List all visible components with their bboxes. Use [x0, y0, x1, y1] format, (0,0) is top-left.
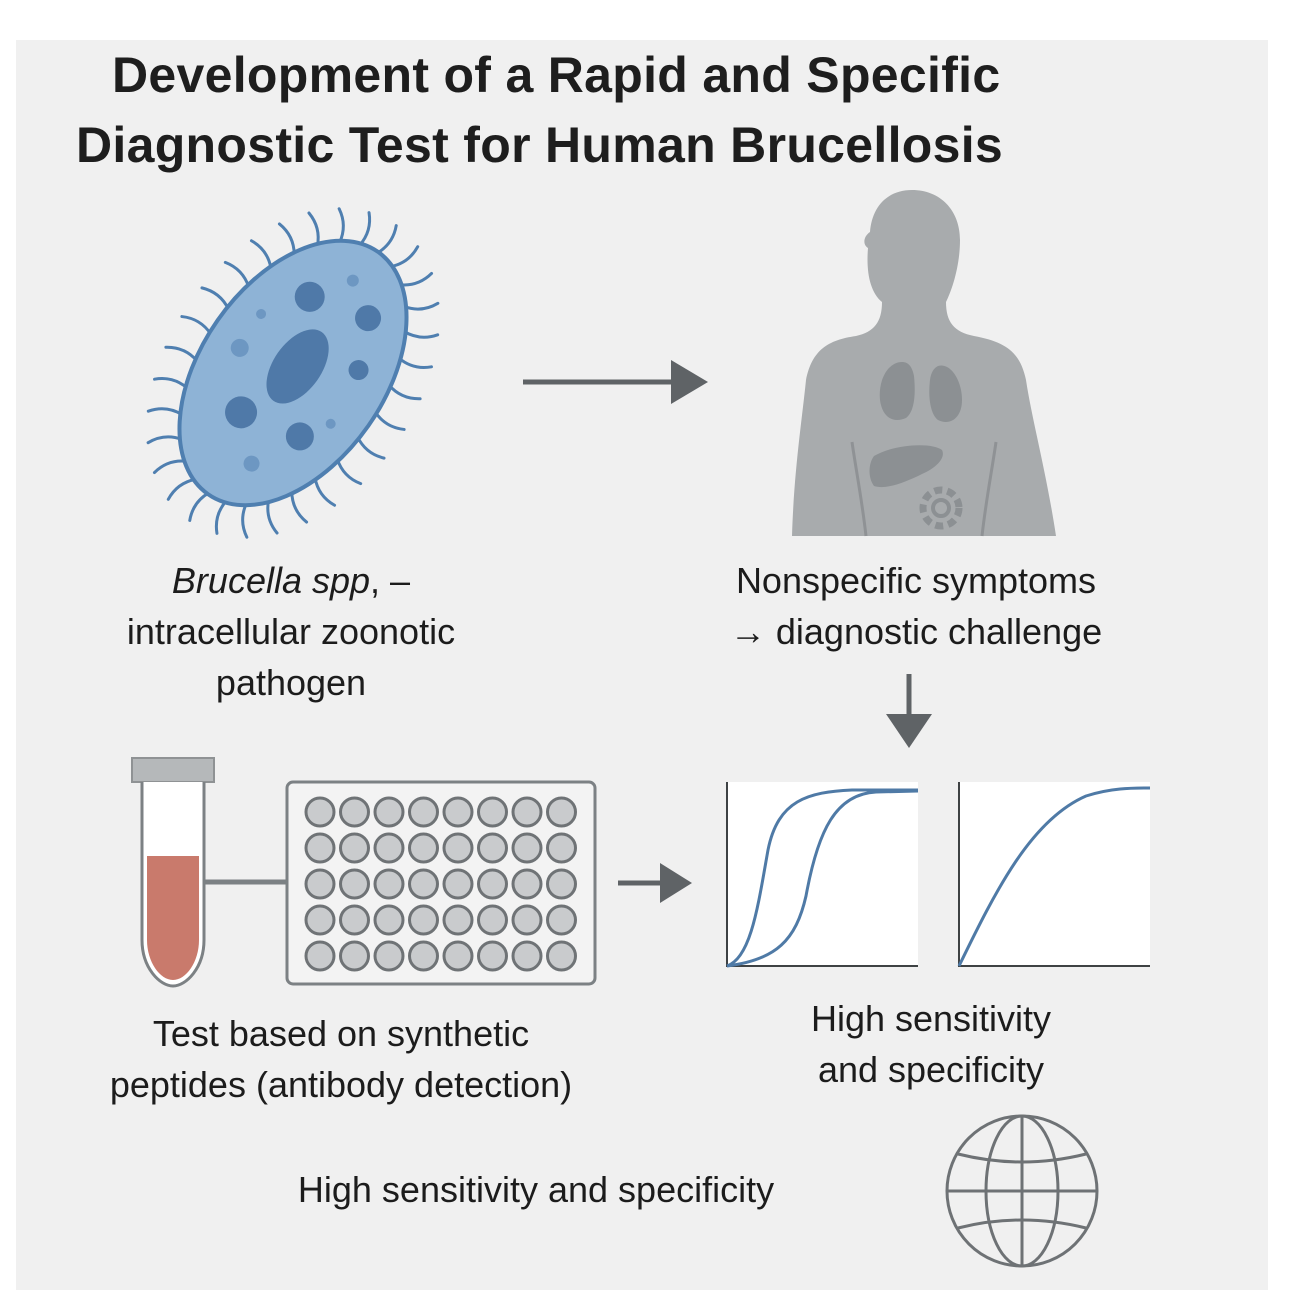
- curve-chart-icon: [957, 782, 1151, 967]
- plate-well: [373, 868, 405, 900]
- plate-well: [477, 832, 508, 864]
- plate-well: [408, 904, 439, 936]
- plate-well: [477, 940, 508, 972]
- diagram-graphics: [131, 190, 1151, 1268]
- plate-well: [304, 796, 336, 828]
- plate-well: [442, 940, 474, 972]
- bacterium-icon: [146, 207, 440, 539]
- pathogen-suffix: , –: [370, 560, 411, 601]
- arrow-right-icon: [618, 863, 692, 903]
- plate-well: [442, 868, 474, 900]
- plate-well: [339, 796, 370, 828]
- plate-well: [546, 940, 577, 972]
- test-line-2: peptides (antibody detection): [109, 1064, 573, 1105]
- results-line-2: and specificity: [817, 1049, 1045, 1090]
- symptoms-caption: Nonspecific symptoms → diagnostic challe…: [656, 555, 1176, 657]
- test-caption: Test based on synthetic peptides (antibo…: [46, 1008, 636, 1110]
- globe-icon: [945, 1114, 1099, 1268]
- plate-well: [339, 904, 370, 936]
- pathogen-caption: Brucella spp, – intracellular zoonotic p…: [76, 555, 506, 708]
- test-tube-icon: [131, 757, 215, 988]
- results-caption: High sensitivity and specificity: [716, 993, 1146, 1095]
- plate-well: [339, 940, 370, 972]
- plate-well: [373, 796, 405, 828]
- plate-well: [408, 796, 439, 828]
- plate-well: [546, 832, 577, 864]
- plate-well: [477, 868, 508, 900]
- flagellum: [402, 329, 440, 339]
- plate-well: [442, 832, 474, 864]
- plate-well: [339, 868, 370, 900]
- pathogen-line-2: intracellular zoonotic: [126, 611, 456, 652]
- symptoms-line-2: → diagnostic challenge: [729, 611, 1103, 652]
- title-line-1: Development of a Rapid and Specific: [112, 47, 1001, 103]
- human-body-icon: [792, 190, 1056, 537]
- symptoms-line-1: Nonspecific symptoms: [735, 560, 1097, 601]
- flagellum: [337, 207, 345, 245]
- plate-well: [304, 832, 336, 864]
- arrow-down-icon: [886, 674, 932, 748]
- plate-well: [304, 940, 336, 972]
- flagellum: [241, 501, 249, 539]
- test-line-1: Test based on synthetic: [152, 1013, 530, 1054]
- plate-well: [408, 868, 439, 900]
- plate-well: [546, 904, 577, 936]
- plate-well: [304, 904, 336, 936]
- plate-well: [408, 832, 439, 864]
- plate-well: [373, 904, 405, 936]
- plate-well: [373, 832, 405, 864]
- well-plate-icon: [285, 780, 597, 986]
- plate-well: [408, 940, 439, 972]
- plate-well: [511, 868, 543, 900]
- plate-well: [477, 796, 508, 828]
- pathogen-name: Brucella spp: [171, 560, 371, 601]
- plate-well: [546, 796, 577, 828]
- footer-caption: High sensitivity and specificity: [297, 1169, 775, 1210]
- results-line-1: High sensitivity: [810, 998, 1052, 1039]
- flagellum: [146, 435, 184, 445]
- plate-well: [511, 904, 543, 936]
- page-title: Development of a Rapid and Specific Diag…: [76, 40, 1176, 180]
- plate-well: [511, 832, 543, 864]
- plate-well: [442, 796, 474, 828]
- pathogen-line-3: pathogen: [215, 662, 367, 703]
- title-line-2: Diagnostic Test for Human Brucellosis: [76, 117, 1004, 173]
- plate-well: [339, 832, 370, 864]
- plate-well: [511, 940, 543, 972]
- flagellum: [146, 407, 184, 417]
- plate-well: [373, 940, 405, 972]
- plate-well: [546, 868, 577, 900]
- plate-well: [477, 904, 508, 936]
- flagellum: [402, 301, 440, 311]
- curve-chart-icon: [726, 782, 919, 968]
- plate-well: [511, 796, 543, 828]
- plate-well: [304, 868, 336, 900]
- infographic-canvas: Development of a Rapid and Specific Diag…: [16, 40, 1268, 1290]
- plate-well: [442, 904, 474, 936]
- arrow-right-icon: [523, 360, 708, 404]
